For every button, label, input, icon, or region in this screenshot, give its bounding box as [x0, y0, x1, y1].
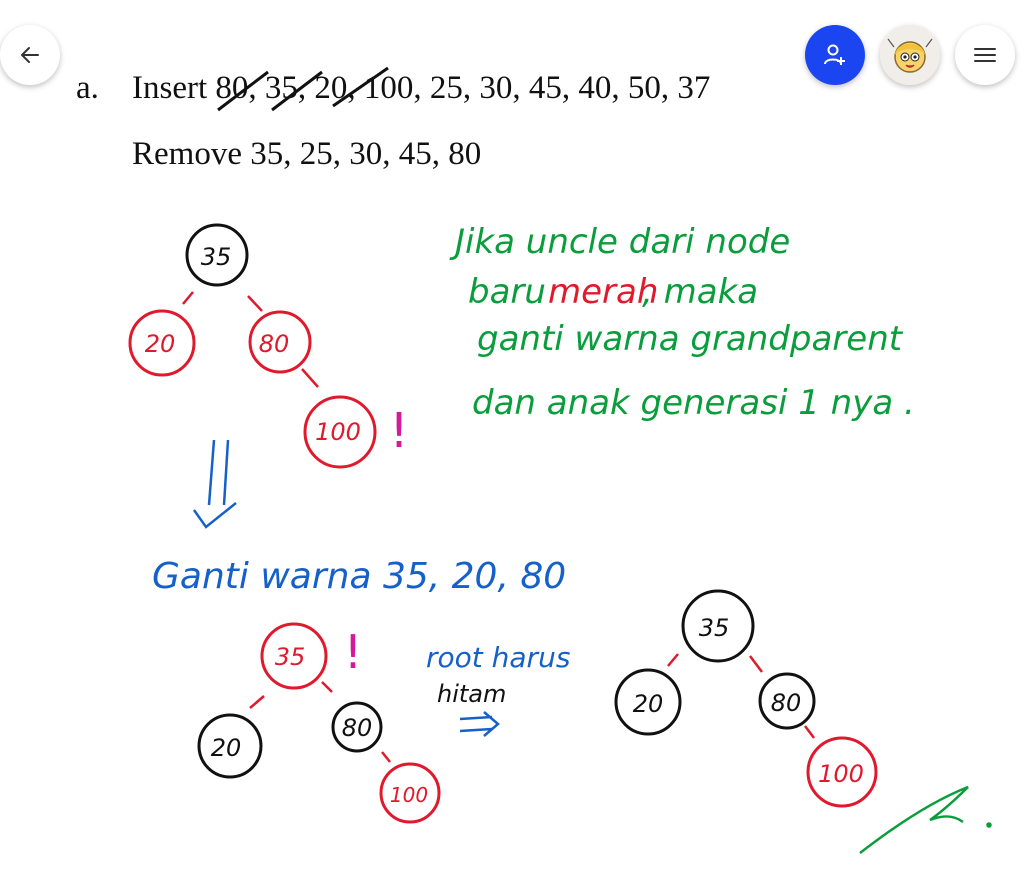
tree1-edge-rr: [301, 368, 319, 388]
item-label: a.: [76, 70, 99, 106]
tree1-node-rr: [303, 395, 377, 469]
tree1-label-rr: 100: [315, 418, 361, 446]
down-arrow: [192, 439, 237, 529]
root-note-line1: root harus: [426, 641, 570, 674]
menu-button[interactable]: [955, 25, 1015, 85]
uncle-rule-note: Jika uncle dari node baru merah , maka g…: [449, 222, 915, 423]
strike-marks: [217, 66, 389, 112]
root-note-line2: hitam: [437, 680, 506, 708]
tree1-node-root: [185, 223, 249, 287]
tree-2: 35 20 80 100: [197, 622, 441, 824]
avatar[interactable]: [880, 25, 940, 85]
recolor-note: Ganti warna 35, 20, 80: [152, 556, 566, 597]
tree1-label-left: 20: [145, 330, 176, 358]
back-button[interactable]: [0, 25, 60, 85]
tree3-label-root: 35: [699, 614, 730, 642]
note-line-2c: , maka: [642, 272, 758, 312]
tree2-edge-rr: [381, 751, 391, 763]
note-line-2b: merah: [548, 272, 658, 312]
tree1-node-right: [248, 310, 312, 374]
root-note: root harus hitam: [426, 641, 570, 708]
tree2-node-root: [260, 622, 328, 690]
implies-arrow: [459, 711, 500, 737]
tree2-node-right: [331, 701, 383, 753]
tree1-node-left: [128, 309, 196, 377]
violation-mark-1: !: [389, 403, 408, 459]
tree3-node-root: [681, 589, 755, 663]
tree2-edge-right: [321, 681, 333, 693]
tree3-label-right: 80: [771, 689, 802, 717]
tree1-edge-left: [182, 291, 194, 305]
tree3-label-rr: 100: [818, 760, 864, 788]
share-button[interactable]: [805, 25, 865, 85]
tree3-label-left: 20: [633, 690, 664, 718]
note-line-2a: baru: [468, 272, 546, 312]
tree1-edge-right: [247, 295, 263, 312]
insert-instruction: Insert 80, 35, 20, 100, 25, 30, 45, 40, …: [132, 70, 711, 106]
tree2-label-right: 80: [342, 714, 373, 742]
avatar-icon: [880, 25, 940, 85]
tree3-node-right: [758, 672, 816, 730]
hamburger-menu-icon: [974, 48, 996, 62]
arrow-left-icon: [21, 47, 39, 63]
tree2-node-left: [197, 713, 263, 779]
note-line-4: dan anak generasi 1 nya .: [472, 383, 915, 423]
tree1-label-root: 35: [201, 243, 232, 271]
tree2-node-rr: [379, 762, 441, 824]
note-line-1: Jika uncle dari node: [449, 222, 790, 262]
tree2-label-root: 35: [275, 643, 306, 671]
remove-instruction: Remove 35, 25, 30, 45, 80: [132, 136, 482, 172]
signature: [859, 785, 992, 854]
strike-35: [271, 70, 323, 112]
violation-mark-2: !: [344, 625, 362, 679]
strike-80: [217, 70, 269, 112]
tree3-edge-left: [667, 653, 679, 667]
tree-3: 35 20 80 100: [614, 589, 878, 808]
tree3-node-rr: [806, 736, 878, 808]
tree1-label-right: 80: [259, 330, 290, 358]
tree2-edge-left: [249, 695, 265, 709]
add-person-icon: [824, 44, 845, 65]
tree2-label-left: 20: [211, 734, 242, 762]
tree3-edge-right: [749, 655, 763, 673]
note-line-3: ganti warna grandparent: [477, 319, 904, 359]
tree-1: 35 20 80 100: [128, 223, 377, 469]
strike-20: [332, 66, 389, 108]
tree3-node-left: [614, 668, 682, 736]
tree2-label-rr: 100: [390, 783, 428, 807]
tree3-edge-rr: [804, 725, 815, 739]
